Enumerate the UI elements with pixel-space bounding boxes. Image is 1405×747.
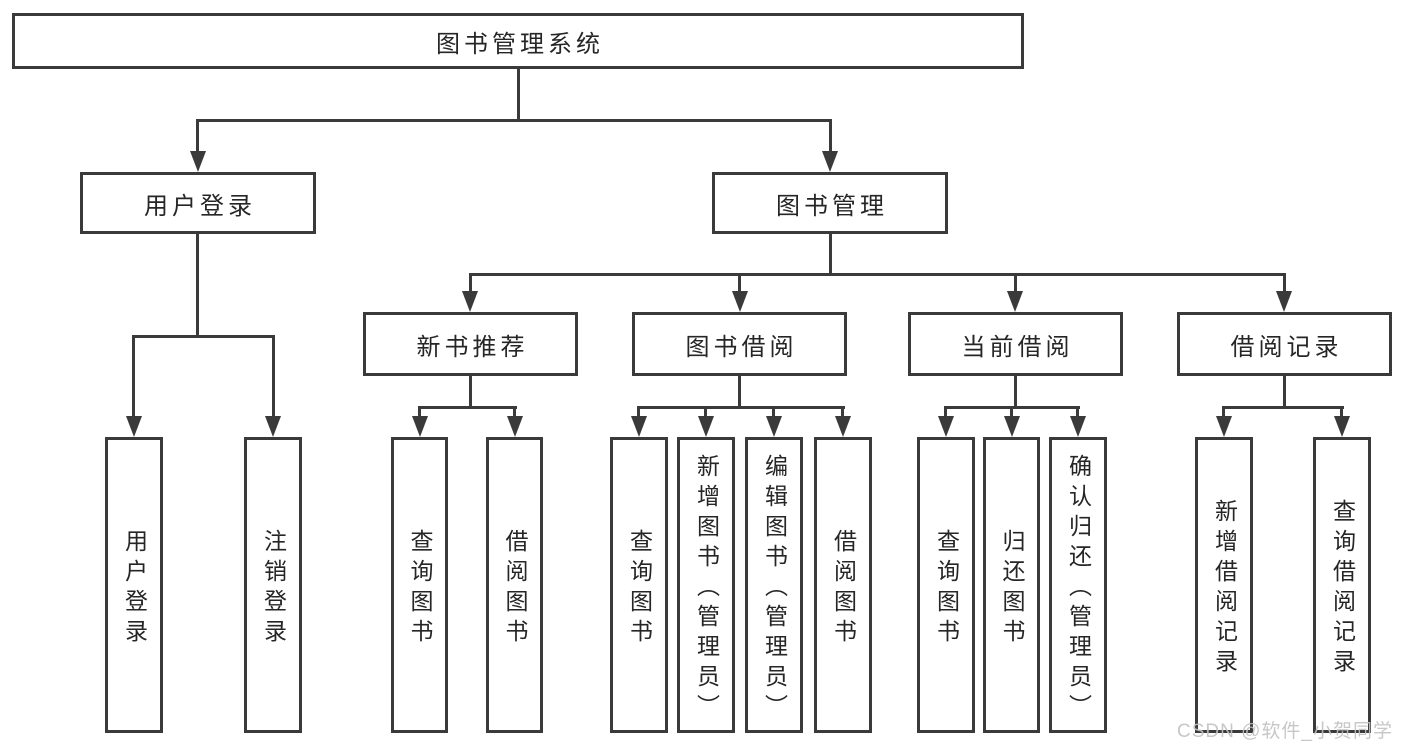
connector-line bbox=[469, 376, 472, 409]
connector-line bbox=[1222, 406, 1344, 409]
node-new-book-recommend: 新书推荐 bbox=[363, 312, 578, 376]
node-user-login: 用户登录 bbox=[80, 172, 316, 234]
arrow-down-icon bbox=[126, 416, 142, 437]
leaf-borrow-book-recommend: 借阅图书 bbox=[486, 437, 543, 733]
arrow-down-icon bbox=[766, 416, 782, 437]
leaf-user-login: 用户登录 bbox=[105, 437, 163, 733]
leaf-add-book-admin: 新增图书（管理员） bbox=[677, 437, 735, 733]
connector-line bbox=[841, 406, 844, 420]
connector-line bbox=[1010, 406, 1013, 420]
connector-line bbox=[469, 273, 472, 295]
connector-line bbox=[1340, 406, 1343, 420]
connector-line bbox=[1222, 406, 1225, 420]
arrow-down-icon bbox=[1276, 291, 1292, 312]
arrow-down-icon bbox=[412, 416, 428, 437]
connector-line bbox=[772, 406, 775, 420]
connector-line bbox=[829, 234, 832, 276]
leaf-query-book-borrow: 查询图书 bbox=[610, 437, 668, 733]
arrow-down-icon bbox=[732, 291, 748, 312]
connector-line bbox=[469, 273, 1286, 276]
leaf-confirm-return-admin: 确认归还（管理员） bbox=[1049, 437, 1107, 733]
leaf-logout: 注销登录 bbox=[244, 437, 302, 733]
leaf-query-book-current: 查询图书 bbox=[917, 437, 975, 733]
arrow-down-icon bbox=[631, 416, 647, 437]
connector-line bbox=[418, 406, 421, 420]
connector-line bbox=[1014, 273, 1017, 295]
connector-line bbox=[738, 273, 741, 295]
leaf-query-book-recommend: 查询图书 bbox=[391, 437, 448, 733]
connector-line bbox=[738, 376, 741, 409]
connector-line bbox=[196, 119, 199, 155]
arrow-down-icon bbox=[1004, 416, 1020, 437]
connector-line bbox=[637, 406, 845, 409]
arrow-down-icon bbox=[462, 291, 478, 312]
node-current-borrow: 当前借阅 bbox=[908, 312, 1123, 376]
node-borrow-records: 借阅记录 bbox=[1177, 312, 1392, 376]
connector-line bbox=[196, 119, 832, 122]
leaf-add-borrow-record: 新增借阅记录 bbox=[1195, 437, 1253, 733]
arrow-down-icon bbox=[938, 416, 954, 437]
node-book-borrow: 图书借阅 bbox=[632, 312, 847, 376]
connector-line bbox=[196, 234, 199, 338]
connector-line bbox=[704, 406, 707, 420]
connector-line bbox=[1014, 376, 1017, 409]
arrow-down-icon bbox=[265, 416, 281, 437]
leaf-return-book: 归还图书 bbox=[983, 437, 1040, 733]
arrow-down-icon bbox=[507, 416, 523, 437]
connector-line bbox=[513, 406, 516, 420]
arrow-down-icon bbox=[822, 151, 838, 172]
arrow-down-icon bbox=[1070, 416, 1086, 437]
connector-line bbox=[829, 119, 832, 155]
connector-line bbox=[944, 406, 947, 420]
connector-line bbox=[132, 335, 275, 338]
connector-line bbox=[1283, 376, 1286, 409]
connector-line bbox=[132, 335, 135, 419]
connector-line bbox=[1283, 273, 1286, 295]
arrow-down-icon bbox=[1334, 416, 1350, 437]
arrow-down-icon bbox=[190, 151, 206, 172]
leaf-borrow-book: 借阅图书 bbox=[814, 437, 872, 733]
arrow-down-icon bbox=[1216, 416, 1232, 437]
arrow-down-icon bbox=[698, 416, 714, 437]
connector-line bbox=[637, 406, 640, 420]
connector-line bbox=[418, 406, 517, 409]
arrow-down-icon bbox=[1007, 291, 1023, 312]
arrow-down-icon bbox=[835, 416, 851, 437]
connector-line bbox=[517, 68, 520, 121]
connector-line bbox=[272, 335, 275, 419]
leaf-query-borrow-record: 查询借阅记录 bbox=[1313, 437, 1371, 733]
leaf-edit-book-admin: 编辑图书（管理员） bbox=[745, 437, 803, 733]
node-book-management: 图书管理 bbox=[712, 172, 948, 234]
connector-line bbox=[1076, 406, 1079, 420]
node-root: 图书管理系统 bbox=[12, 13, 1024, 69]
csdn-watermark: CSDN @软件_小贺同学 bbox=[1177, 721, 1393, 742]
